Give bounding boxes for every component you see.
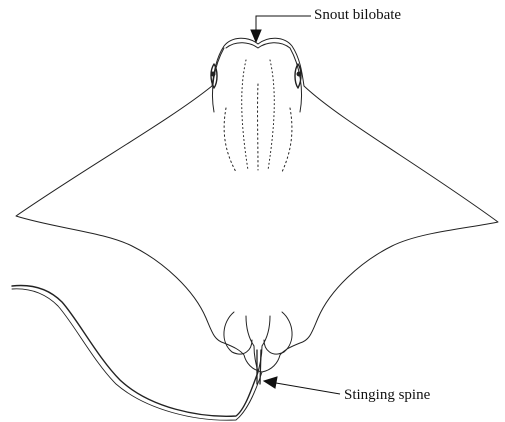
snout-leader-line xyxy=(256,16,311,34)
spine-arrowhead-icon xyxy=(264,377,277,388)
right-clasper xyxy=(262,316,270,346)
dorsal-dotted-left xyxy=(224,108,236,172)
snout-label: Snout bilobate xyxy=(314,8,401,23)
spine-label: Stinging spine xyxy=(344,388,430,403)
tail-inner xyxy=(12,289,262,420)
left-clasper xyxy=(246,316,254,346)
dorsal-inner-right xyxy=(268,60,274,170)
dorsal-inner-left xyxy=(242,60,248,170)
tail-outer xyxy=(12,286,258,417)
dorsal-dotted-right xyxy=(282,108,292,172)
spine-leader-line xyxy=(276,383,340,394)
ray-body-outline xyxy=(16,38,498,372)
